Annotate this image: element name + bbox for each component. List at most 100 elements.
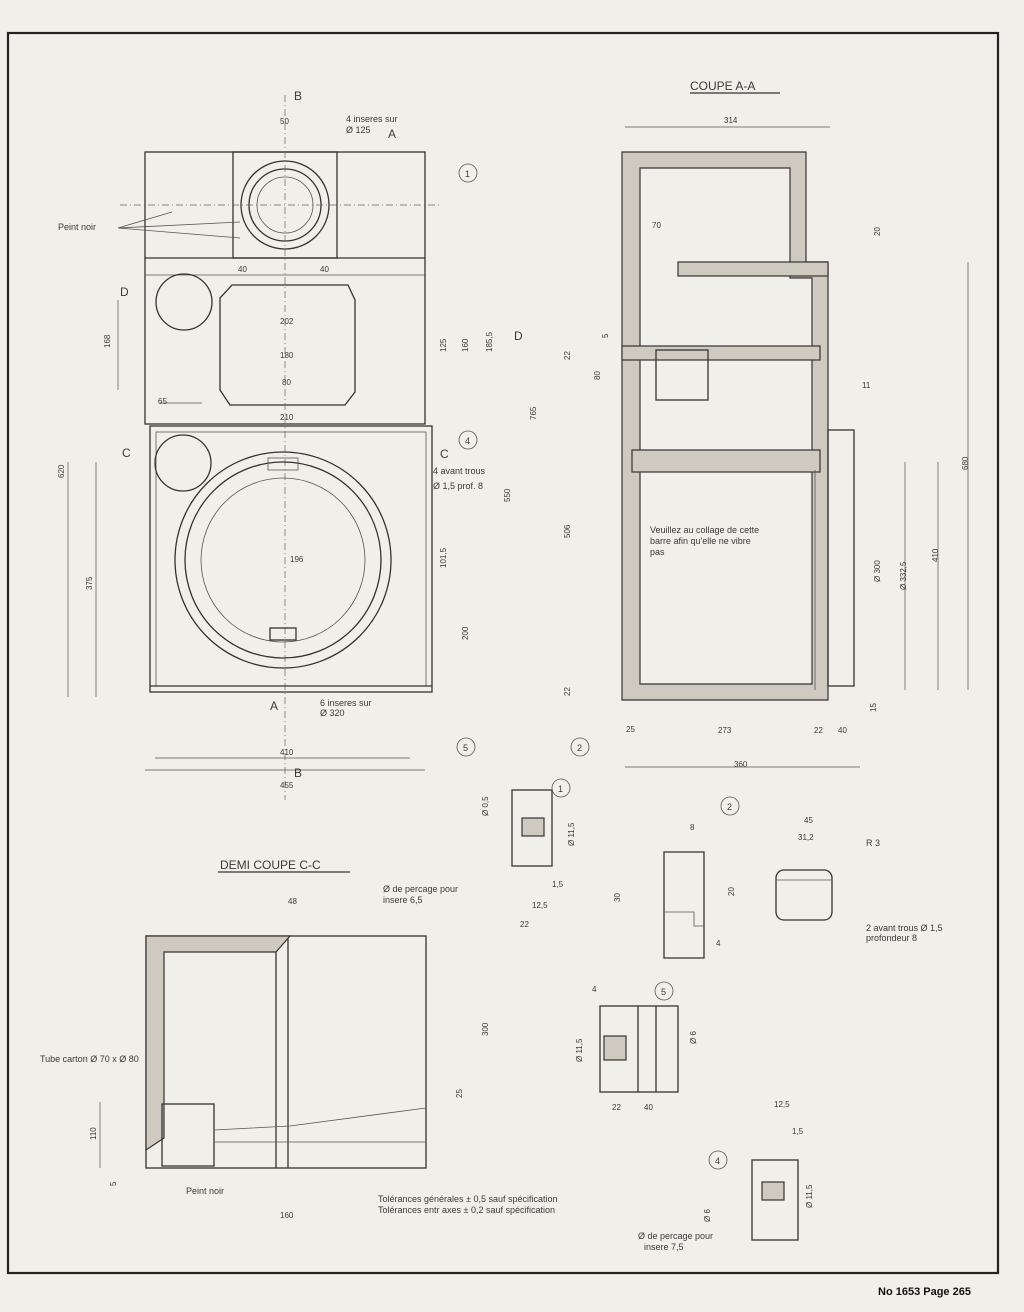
dim-314: 314 xyxy=(724,116,738,125)
dim-dia-11-5-detail4: Ø 11,5 xyxy=(805,1184,814,1208)
dim-180: 180 xyxy=(280,351,294,360)
demi-coupe-cc-title: DEMI COUPE C-C xyxy=(220,858,321,872)
dim-25: 25 xyxy=(626,725,635,734)
section-aa-walls xyxy=(621,151,829,701)
dim-455: 455 xyxy=(280,781,294,790)
callout-1-detail: 1 xyxy=(558,784,563,794)
dim-22-upper: 22 xyxy=(563,351,572,360)
section-aa-vent-tube xyxy=(655,349,709,401)
dim-30: 30 xyxy=(613,893,622,902)
dim-12-5: 12,5 xyxy=(532,901,548,910)
dim-4-detail2: 4 xyxy=(716,939,721,948)
dim-210: 210 xyxy=(280,413,294,422)
mid-opening xyxy=(219,284,356,406)
callout-5-detail: 5 xyxy=(661,987,666,997)
dim-22-detail5: 22 xyxy=(612,1103,621,1112)
tolerance-general: Tolérances générales ± 0,5 sauf spécific… xyxy=(378,1194,558,1204)
dim-8: 8 xyxy=(690,823,695,832)
dim-375: 375 xyxy=(85,576,94,590)
dim-5-vertical: 5 xyxy=(109,1181,118,1186)
section-aa-brace-2 xyxy=(631,449,821,473)
dim-31-2: 31,2 xyxy=(798,833,814,842)
section-aa-front-baffle xyxy=(827,429,855,687)
dim-50: 50 xyxy=(280,117,289,126)
avant-trous-depth: Ø 1,5 prof. 8 xyxy=(433,481,483,491)
dim-15: 15 xyxy=(869,703,878,712)
section-marker-c-left: C xyxy=(122,446,131,460)
dim-185-5: 185,5 xyxy=(485,331,494,352)
dim-40-left: 40 xyxy=(238,265,247,274)
woofer-terminal xyxy=(269,627,297,641)
dim-410-vertical: 410 xyxy=(931,548,940,562)
half-section-cc-tube xyxy=(161,1103,215,1167)
detail-4 xyxy=(751,1159,799,1241)
detail-2 xyxy=(663,851,833,959)
section-marker-a-bottom: A xyxy=(270,699,278,713)
coupe-aa-title: COUPE A-A xyxy=(690,79,755,93)
section-marker-b-bottom: B xyxy=(294,766,302,780)
dim-dia-332-5: Ø 332,5 xyxy=(899,561,908,590)
inserts-125-diameter: Ø 125 xyxy=(346,125,371,135)
dim-80-vertical: 80 xyxy=(593,371,602,380)
dim-70: 70 xyxy=(652,221,661,230)
dim-40-right: 40 xyxy=(320,265,329,274)
lower-cabinet-outline xyxy=(149,425,433,693)
avant-trous-15-line-2: profondeur 8 xyxy=(866,933,917,943)
dim-dia-6-detail5: Ø 6 xyxy=(689,1031,698,1044)
section-marker-c-right: C xyxy=(440,447,449,461)
dim-765: 765 xyxy=(529,406,538,420)
section-aa-view xyxy=(621,92,969,768)
front-view xyxy=(67,95,440,800)
dim-168: 168 xyxy=(103,334,112,348)
avant-trous-15-line-1: 2 avant trous Ø 1,5 xyxy=(866,923,943,933)
woofer-opening xyxy=(174,451,392,669)
dim-360: 360 xyxy=(734,760,748,769)
tolerance-axes: Tolérances entr axes ± 0,2 sauf spécific… xyxy=(378,1205,555,1215)
detail-5 xyxy=(599,1005,679,1093)
dim-dia-11-5-detail5: Ø 11,5 xyxy=(575,1038,584,1062)
section-marker-a-top: A xyxy=(388,127,396,141)
dim-273: 273 xyxy=(718,726,732,735)
dim-160-horizontal: 160 xyxy=(280,1211,294,1220)
text-layer: COUPE A-A DEMI COUPE C-C B B A A D D C C… xyxy=(40,79,971,1298)
woofer-vent-circle xyxy=(154,434,212,492)
dim-196: 196 xyxy=(290,555,304,564)
veuillez-note-line-1: Veuillez au collage de cette xyxy=(650,525,759,535)
dim-4-detail5: 4 xyxy=(592,985,597,994)
dim-dia-11-5-detail1: Ø 11,5 xyxy=(567,822,576,846)
dim-22-lower: 22 xyxy=(563,687,572,696)
section-aa-baffle-upper xyxy=(677,261,829,277)
inserts-320-label: 6 inseres sur xyxy=(320,698,372,708)
dim-300-vertical: 300 xyxy=(481,1022,490,1036)
dim-11: 11 xyxy=(862,381,871,390)
dim-506: 506 xyxy=(563,524,572,538)
dim-1-5: 1,5 xyxy=(552,880,564,889)
half-section-cc-view xyxy=(99,871,427,1169)
veuillez-note-line-2: barre afin qu'elle ne vibre xyxy=(650,536,751,546)
dim-45: 45 xyxy=(804,816,813,825)
page-footer: No 1653 Page 265 xyxy=(878,1286,971,1298)
dim-20-vertical: 20 xyxy=(727,887,736,896)
dim-5: 5 xyxy=(601,333,610,338)
dim-22-detail1: 22 xyxy=(520,920,529,929)
dim-125: 125 xyxy=(439,338,448,352)
percage-75-line-1: Ø de percage pour xyxy=(638,1231,713,1241)
callout-2-front: 2 xyxy=(577,743,582,753)
dim-202: 202 xyxy=(280,317,294,326)
section-marker-b-top: B xyxy=(294,89,302,103)
section-marker-d-left: D xyxy=(120,285,129,299)
callout-2-detail: 2 xyxy=(727,802,732,812)
detail-1 xyxy=(511,789,553,867)
half-section-cc-outline xyxy=(145,935,427,1169)
dim-25-vertical: 25 xyxy=(455,1089,464,1098)
dim-620: 620 xyxy=(57,464,66,478)
dim-20: 20 xyxy=(873,227,882,236)
percage-75-line-2: insere 7,5 xyxy=(644,1242,684,1252)
dim-160: 160 xyxy=(461,338,470,352)
dim-101-5: 101,5 xyxy=(439,547,448,568)
inserts-320-diameter: Ø 320 xyxy=(320,708,345,718)
dim-110: 110 xyxy=(89,1127,98,1140)
veuillez-note-line-3: pas xyxy=(650,547,665,557)
radius-r3-label: R 3 xyxy=(866,838,880,848)
